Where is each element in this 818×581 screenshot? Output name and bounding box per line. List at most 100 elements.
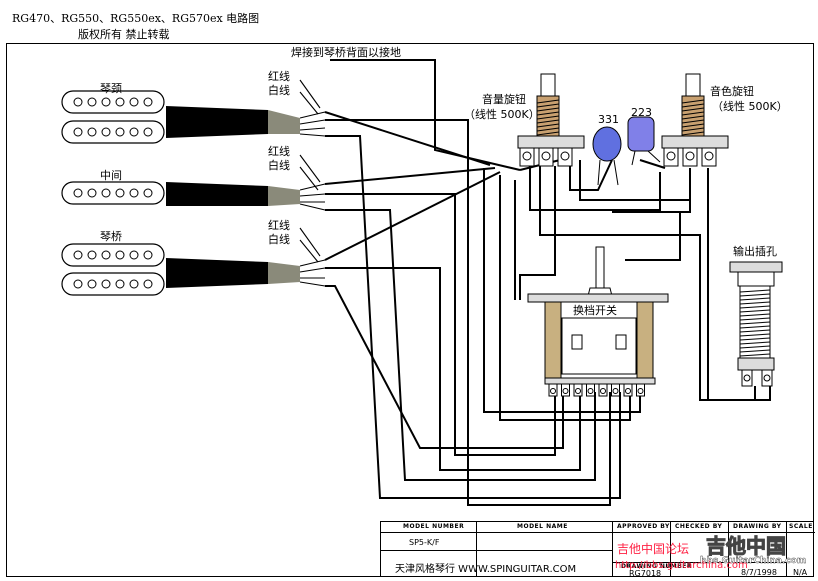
pot-thread bbox=[681, 103, 705, 108]
scale-cell: SCALE N/A bbox=[787, 522, 815, 577]
model-number-value: SP5-K/F bbox=[409, 538, 440, 547]
switch-lug-hole bbox=[562, 388, 569, 394]
pickup-neck bbox=[61, 90, 165, 144]
pole-piece bbox=[129, 279, 139, 289]
jack-thread bbox=[739, 325, 771, 329]
ground-note: 焊接到琴桥背面以接地 bbox=[291, 46, 401, 59]
pickup-middle bbox=[61, 181, 165, 205]
title-block-divider bbox=[381, 532, 815, 533]
pole-piece bbox=[129, 97, 139, 107]
pole-piece bbox=[143, 279, 153, 289]
pole-piece bbox=[143, 127, 153, 137]
jack-thread bbox=[739, 333, 771, 337]
output-jack bbox=[729, 261, 783, 387]
title-block-divider-3 bbox=[613, 562, 787, 563]
jack-thread bbox=[739, 349, 771, 353]
volume-pot-label: 音量旋钮 bbox=[482, 93, 526, 106]
title-block-divider-2 bbox=[381, 550, 613, 551]
bridge-white-wire-label: 白线 bbox=[268, 233, 290, 246]
watermark-forum-text: 吉他中国论坛 bbox=[617, 542, 690, 556]
switch-lug-hole bbox=[575, 388, 581, 394]
pole-piece bbox=[115, 279, 125, 289]
pole-piece bbox=[87, 97, 97, 107]
pole-piece bbox=[129, 188, 139, 198]
drawing-number-header: DRAWING NUMBER bbox=[621, 563, 693, 570]
checked-cell: CHECKED BY bbox=[671, 522, 729, 576]
pot-thread bbox=[536, 127, 560, 132]
pole-piece bbox=[73, 127, 83, 137]
jack-thread bbox=[739, 313, 771, 317]
neck-red-wire-label: 红线 bbox=[268, 70, 290, 83]
scale-header: SCALE bbox=[789, 523, 813, 530]
pot-thread bbox=[536, 119, 560, 124]
middle-red-wire-label: 红线 bbox=[268, 145, 290, 158]
shop-name: 天津风格琴行 WWW.SPINGUITAR.COM bbox=[395, 564, 577, 575]
middle-white-wire-label: 白线 bbox=[268, 159, 290, 172]
jack-thread bbox=[739, 345, 771, 349]
switch-lug-hole bbox=[637, 388, 644, 394]
pickup-cables bbox=[166, 106, 300, 288]
switch-lug-hole bbox=[625, 388, 631, 394]
approved-cell: APPROVED BY bbox=[613, 522, 671, 576]
jack-thread bbox=[739, 309, 771, 313]
pole-piece bbox=[101, 127, 111, 137]
pole-piece bbox=[129, 250, 139, 260]
jack-thread bbox=[739, 337, 771, 341]
tone-pot-label: 音色旋钮 bbox=[710, 85, 754, 98]
pole-piece bbox=[143, 188, 153, 198]
pole-piece bbox=[87, 127, 97, 137]
capacitor-223-label: 223 bbox=[631, 106, 652, 119]
pot-thread bbox=[536, 111, 560, 116]
pot-thread bbox=[681, 131, 705, 136]
watermark-url: http://bbs.guitarchina.com bbox=[615, 560, 748, 571]
pot-thread bbox=[536, 99, 560, 104]
pot-thread bbox=[681, 115, 705, 120]
pole-piece bbox=[101, 97, 111, 107]
drawing-number: RG7018 bbox=[629, 569, 662, 578]
neck-white-wire-label: 白线 bbox=[268, 84, 290, 97]
switch-label: 换档开关 bbox=[573, 304, 617, 317]
scale-value: N/A bbox=[793, 568, 808, 577]
pot-thread bbox=[681, 111, 705, 116]
page-title: RG470、RG550、RG550ex、RG570ex 电路图 bbox=[12, 12, 260, 25]
pole-piece bbox=[87, 279, 97, 289]
switch-lug-hole bbox=[587, 388, 594, 394]
pole-piece bbox=[101, 279, 111, 289]
approved-header: APPROVED BY bbox=[617, 523, 670, 530]
watermark-brand: 吉他中国 bbox=[706, 534, 787, 559]
model-name-header: MODEL NAME bbox=[517, 523, 568, 530]
pole-piece bbox=[101, 250, 111, 260]
model-number-cell: MODEL NUMBER SP5-K/F bbox=[381, 522, 477, 576]
middle-pickup-label: 中间 bbox=[100, 169, 122, 182]
switch-lug-hole bbox=[612, 388, 619, 394]
pole-piece bbox=[73, 250, 83, 260]
pot-thread bbox=[536, 107, 560, 112]
pickup-selector-switch bbox=[527, 246, 669, 397]
copyright-notice: 版权所有 禁止转载 bbox=[78, 28, 170, 41]
jack-thread bbox=[739, 321, 771, 325]
watermark-site: bbs.GuitarChina.com bbox=[700, 556, 807, 566]
pole-piece bbox=[115, 127, 125, 137]
jack-thread bbox=[739, 293, 771, 297]
jack-thread bbox=[739, 297, 771, 301]
pole-piece bbox=[73, 97, 83, 107]
capacitor-331-label: 331 bbox=[598, 113, 619, 126]
pot-thread bbox=[681, 123, 705, 128]
capacitor-331 bbox=[592, 126, 622, 186]
pole-piece bbox=[87, 188, 97, 198]
circuit-wires bbox=[324, 59, 771, 506]
volume-pot bbox=[517, 73, 585, 167]
title-block: MODEL NUMBER SP5-K/F MODEL NAME APPROVED… bbox=[380, 521, 815, 578]
jack-thread bbox=[739, 289, 771, 293]
pole-piece bbox=[87, 250, 97, 260]
jack-thread bbox=[739, 329, 771, 333]
pot-thread bbox=[536, 115, 560, 120]
pole-piece bbox=[73, 188, 83, 198]
pot-thread bbox=[681, 127, 705, 132]
pot-thread bbox=[536, 123, 560, 128]
drawing-cell: DRAWING BY 8/7/1998 bbox=[729, 522, 787, 577]
pickup-leads bbox=[299, 79, 326, 287]
jack-thread bbox=[739, 305, 771, 309]
drawing-header: DRAWING BY bbox=[733, 523, 782, 530]
jack-thread bbox=[739, 317, 771, 321]
